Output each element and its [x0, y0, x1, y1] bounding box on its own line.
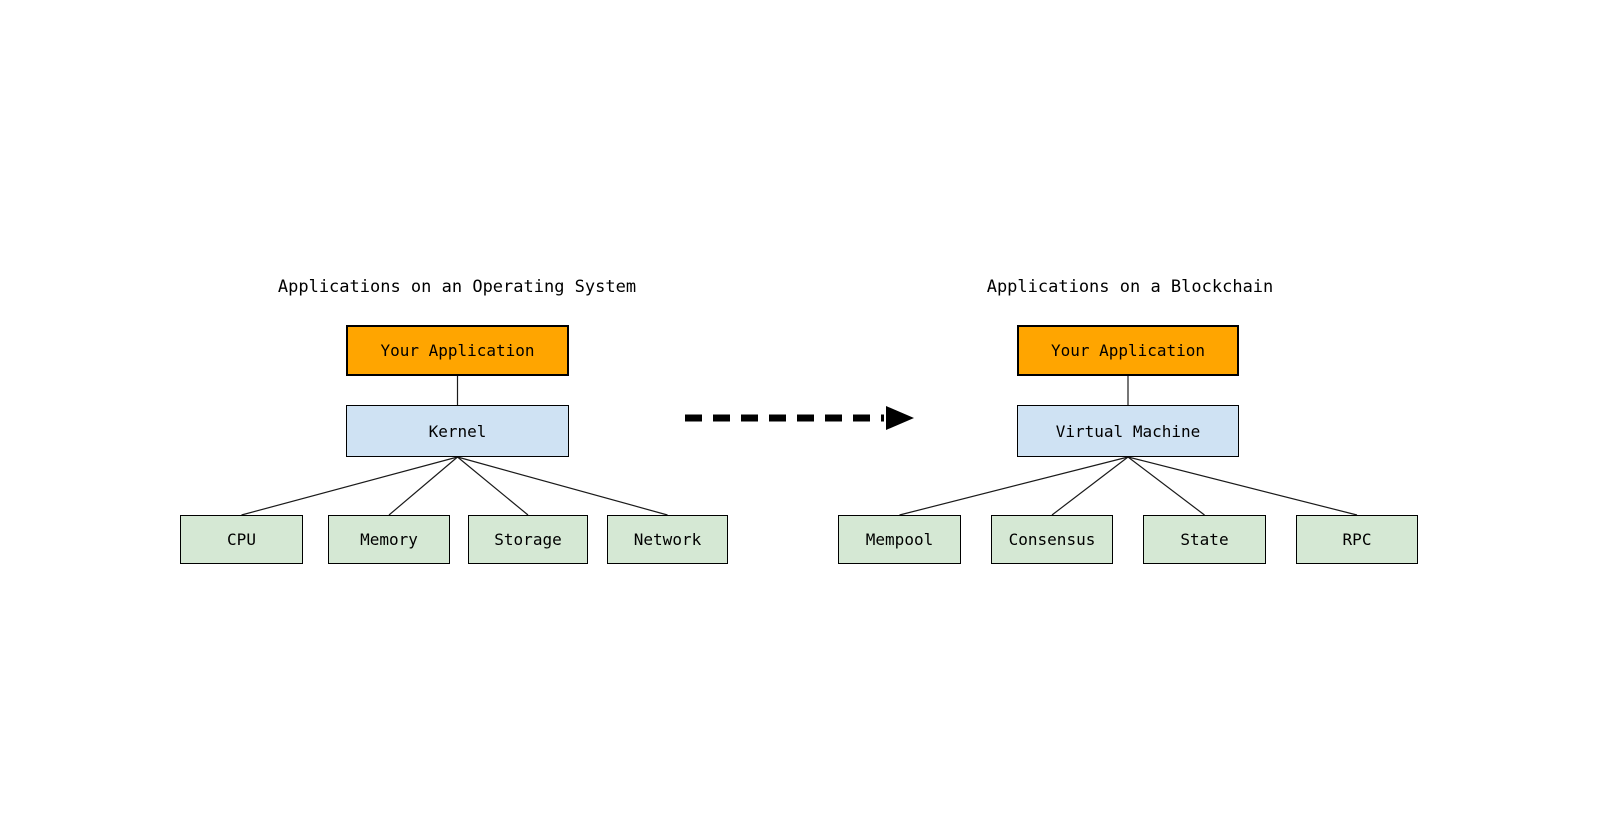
rpc-label: RPC — [1342, 530, 1372, 549]
consensus-box: Consensus — [991, 515, 1113, 564]
network-box: Network — [607, 515, 728, 564]
consensus-label: Consensus — [1008, 530, 1096, 549]
mempool-box: Mempool — [838, 515, 961, 564]
os-your-application-label: Your Application — [380, 341, 535, 360]
virtual-machine-box: Virtual Machine — [1017, 405, 1239, 457]
cpu-box: CPU — [180, 515, 303, 564]
storage-label: Storage — [494, 530, 562, 549]
kernel-label: Kernel — [428, 421, 487, 441]
blockchain-your-application-label: Your Application — [1050, 341, 1206, 360]
blockchain-your-application-box: Your Application — [1017, 325, 1239, 376]
mempool-label: Mempool — [865, 530, 934, 549]
state-label: State — [1180, 530, 1229, 549]
os-diagram-title: Applications on an Operating System — [277, 277, 637, 297]
memory-label: Memory — [360, 530, 418, 549]
memory-box: Memory — [328, 515, 450, 564]
kernel-box: Kernel — [346, 405, 569, 457]
network-label: Network — [633, 530, 702, 549]
os-your-application-box: Your Application — [346, 325, 569, 376]
storage-box: Storage — [468, 515, 588, 564]
rpc-box: RPC — [1296, 515, 1418, 564]
cpu-label: CPU — [227, 530, 256, 549]
state-box: State — [1143, 515, 1266, 564]
blockchain-diagram-title: Applications on a Blockchain — [986, 277, 1274, 297]
virtual-machine-label: Virtual Machine — [1055, 421, 1201, 441]
